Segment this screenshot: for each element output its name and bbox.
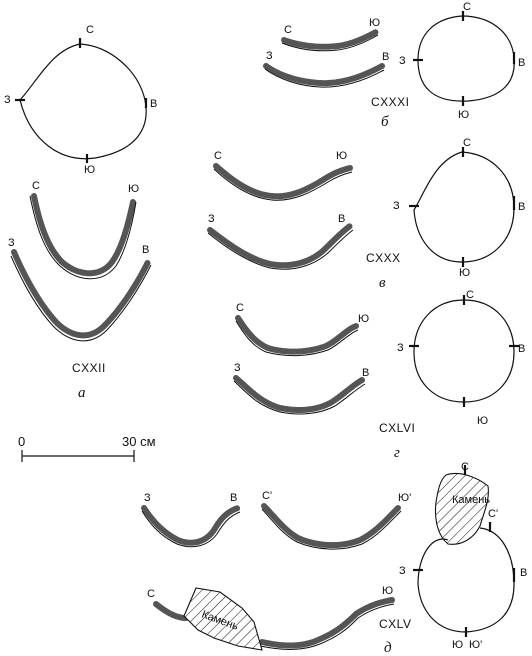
plan-label-west: З <box>393 200 400 212</box>
panel-g-section-1: С Ю <box>235 302 369 357</box>
panel-b: С Ю З В С Ю В З CXXXI б <box>263 1 525 130</box>
panel-g-plan: С Ю В З <box>397 289 525 427</box>
section-label-left: С <box>214 150 222 162</box>
panel-v-plan: С Ю В З <box>393 137 525 279</box>
panel-v-code: CXXX <box>366 251 401 265</box>
stone-section <box>183 587 263 651</box>
section-label-right: В <box>142 244 149 256</box>
section-label-left: С' <box>262 490 272 502</box>
plan-label-south: Ю <box>84 164 95 176</box>
section-label-left: С <box>32 180 40 192</box>
panel-g-letter: г <box>394 445 400 461</box>
panel-a: С Ю В З С Ю З В CXXII а <box>4 24 157 401</box>
panel-d-section-3: Камень С Ю <box>147 585 395 651</box>
panel-b-plan: С Ю В З <box>399 1 525 121</box>
panel-d-letter: д <box>384 640 392 656</box>
plan-label-north: С <box>461 461 469 473</box>
section-label-right: Ю <box>382 585 393 597</box>
panel-d-code: CXLV <box>379 617 411 631</box>
scale-bar-start: 0 <box>18 434 25 449</box>
section-label-left: С <box>147 588 155 600</box>
plan-label-north: С <box>466 289 474 301</box>
section-label-right: Ю <box>369 17 380 29</box>
panel-d: З В С' Ю' Камень С Ю Камень С <box>141 461 527 656</box>
section-label-right: В <box>362 367 369 379</box>
plan-label-east: В <box>150 98 157 110</box>
plan-label-east: В <box>518 57 525 69</box>
panel-a-plan: С Ю В З <box>4 24 157 176</box>
panel-v-section-2: З В <box>207 213 354 270</box>
section-label-right: Ю <box>358 313 369 325</box>
panel-v: С Ю З В С Ю В З CXXX в <box>207 137 525 291</box>
section-label-right: В <box>230 492 237 504</box>
panel-d-plan: Камень С С' Ю Ю' В З <box>399 461 527 651</box>
stone-plan <box>434 472 489 545</box>
section-label-left: З <box>234 362 241 374</box>
section-label-right: В <box>382 51 389 63</box>
stone-label: Камень <box>452 494 490 506</box>
panel-d-section-2: С' Ю' <box>261 490 411 550</box>
section-label-left: З <box>208 213 215 225</box>
panel-b-section-1: С Ю <box>281 17 380 52</box>
panel-a-letter: а <box>78 385 86 401</box>
section-label-left: С <box>236 302 244 314</box>
panel-g-section-2: З В <box>233 362 369 415</box>
section-label-right: Ю' <box>398 492 411 504</box>
section-label-right: В <box>338 213 345 225</box>
panel-g-code: CXLVI <box>379 421 415 435</box>
section-label-left: З <box>266 50 273 62</box>
plan-label-south: Ю <box>477 415 488 427</box>
panel-v-section-1: С Ю <box>213 150 353 201</box>
panel-a-code: CXXII <box>72 361 106 375</box>
plan-label-west: З <box>4 94 11 106</box>
section-label-left: З <box>144 492 151 504</box>
panel-d-section-1: З В <box>141 492 241 548</box>
plan-label-east: В <box>518 343 525 355</box>
section-label-left: З <box>8 237 15 249</box>
section-label-right: Ю <box>128 183 139 195</box>
panel-a-section-1: С Ю <box>29 180 139 280</box>
panel-a-section-2: З В <box>8 237 152 342</box>
panel-b-code: CXXXI <box>371 95 410 109</box>
plan-label-east: В <box>520 567 527 579</box>
scale-bar: 0 30 см <box>18 434 156 462</box>
plan-label-west: З <box>399 55 406 67</box>
plan-label-south: Ю <box>459 267 470 279</box>
panel-g: С Ю З В С Ю В З CXLVI г <box>233 289 525 461</box>
section-label-left: С <box>284 24 292 36</box>
plan-label-south: Ю <box>458 109 469 121</box>
plan-label-north: С <box>463 137 471 149</box>
plan-label-south: Ю <box>452 639 463 651</box>
scale-bar-end: 30 см <box>122 434 156 449</box>
plan-label-north2: С' <box>488 508 498 520</box>
plan-label-west: З <box>399 565 406 577</box>
plan-label-north: С <box>86 24 94 36</box>
section-label-right: Ю <box>336 150 347 162</box>
panel-b-section-2: З В <box>263 50 389 88</box>
panel-v-letter: в <box>379 275 386 291</box>
plan-label-north: С <box>463 1 471 13</box>
plan-label-east: В <box>518 201 525 213</box>
plan-label-west: З <box>397 342 404 354</box>
plan-label-south2: Ю' <box>469 639 482 651</box>
panel-b-letter: б <box>381 114 389 130</box>
